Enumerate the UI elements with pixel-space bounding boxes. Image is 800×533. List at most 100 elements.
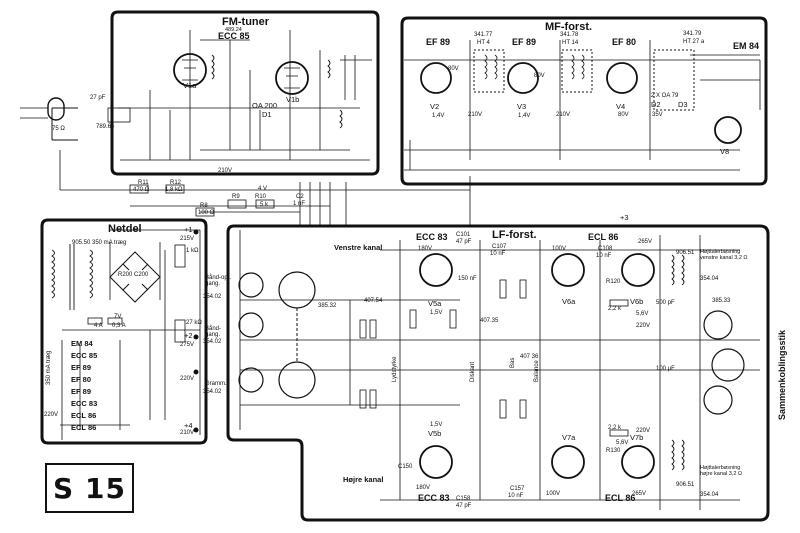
heater-ecc83: ECC 83 <box>71 399 98 408</box>
ht14-code: 341.78 <box>560 32 579 38</box>
r11-value: 470 Ω <box>133 187 150 193</box>
code-407-54: 407.54 <box>364 298 383 304</box>
mf-wiring <box>404 40 761 171</box>
heater-ecc85: ECC 85 <box>71 351 98 360</box>
v4-label-bus: 4 V <box>258 186 268 192</box>
lf-15v-bot: 1,5V <box>430 422 443 428</box>
c108-label: C108 <box>598 246 613 252</box>
fm-210v: 210V <box>218 168 233 174</box>
v1a-label: V1a <box>183 81 197 90</box>
r130-label: R130 <box>606 448 621 454</box>
sammenkoblingsstik-label: Sammenkoblingsstik <box>777 329 787 420</box>
mf-210v-b: 210V <box>556 112 571 118</box>
v7b-tube <box>621 445 655 479</box>
r200-label: R200 <box>118 272 133 278</box>
baand-gang-label: Bånd-gang. <box>205 326 222 338</box>
baand-opt-label: Bånd-opt. gang. <box>205 275 232 287</box>
input-socket-bot <box>238 367 264 393</box>
lf-220v-bot: 220V <box>636 428 651 434</box>
netdel-220v: 220V <box>180 376 195 382</box>
hojre-kanal-label: Højre kanal <box>343 475 384 484</box>
fm-wiring <box>118 30 372 161</box>
lf-15v-top: 1,5V <box>430 310 443 316</box>
fuse-label: 350 mA træg <box>92 240 127 246</box>
lf-220v-top: 220V <box>636 323 651 329</box>
c-150nf: 150 nF <box>458 276 477 282</box>
fm-tuner-title: FM-tuner <box>222 16 270 28</box>
d2-label: D2 <box>651 100 661 109</box>
v5b-tube <box>419 445 453 479</box>
v6a-tube <box>551 253 585 287</box>
c101-label: C101 <box>456 232 471 238</box>
netdel-r1k: 1 kΩ <box>186 248 199 254</box>
d3-label: D3 <box>678 100 688 109</box>
lf-180v-bot: 180V <box>416 485 431 491</box>
v6b-label: V6b <box>630 297 644 306</box>
netdel-box <box>40 218 208 445</box>
out-top-code: 906.51 <box>676 250 695 256</box>
heater-ecl86-2: ECL 86 <box>71 423 97 432</box>
mains-220v: 220V <box>44 412 59 418</box>
r120-label: R120 <box>606 279 621 285</box>
model-badge-text: S 15 <box>53 471 126 505</box>
speaker-socket-left <box>703 310 733 340</box>
ht4-code: 341.77 <box>474 32 493 38</box>
c200-label: C200 <box>134 272 149 278</box>
mf-forst-title: MF-forst. <box>545 21 593 33</box>
speaker-left-code: 354.04 <box>700 276 719 282</box>
fm-tube-type: ECC 85 <box>218 31 250 41</box>
c2-value: 1 nF <box>293 201 306 207</box>
r9-label: R9 <box>232 194 240 200</box>
tap-plus1: +1 <box>184 225 193 234</box>
ecl86-bot-label: ECL 86 <box>605 493 636 503</box>
input-socket-mid <box>238 312 264 338</box>
v2-cathode-volt: 1,4V <box>432 113 445 119</box>
r8-value: 100 Ω <box>198 210 215 216</box>
heater-ef80: EF 80 <box>71 375 92 384</box>
switch-code: 385.32 <box>318 303 337 309</box>
v6a-label: V6a <box>562 297 576 306</box>
ht27-code: 341.79 <box>683 31 702 37</box>
r8-label: R8 <box>200 203 208 209</box>
ecl86-top-label: ECL 86 <box>588 232 619 242</box>
v1a-tube <box>173 53 207 87</box>
bus-wiring <box>59 150 471 226</box>
ecc83-bot-label: ECC 83 <box>418 493 450 503</box>
speaker-left-label: Højttalerbøsning venstre kanal 3,2 Ω <box>700 249 748 261</box>
lf-box <box>226 224 770 522</box>
lf-100v-top: 100V <box>552 246 567 252</box>
diskant-label: Diskant <box>470 361 476 382</box>
ef89-1-label: EF 89 <box>426 37 451 47</box>
v3-label: V3 <box>517 102 527 111</box>
v4-tube <box>606 62 638 94</box>
lf-180v-top: 180V <box>418 246 433 252</box>
mf-35v: 35V <box>652 112 663 118</box>
v2-plate-volt: 80V <box>448 66 459 72</box>
netdel-code: 905.50 <box>72 240 91 246</box>
r12-label: R12 <box>170 180 182 186</box>
baand-gang-code: 354.02 <box>203 339 222 345</box>
fuse3-label: 0,3 A <box>112 323 126 329</box>
r11-label: R11 <box>138 180 149 186</box>
speaker-socket-right <box>703 385 733 415</box>
selector-switch <box>278 271 316 309</box>
oa200-label: OA 200 <box>252 101 278 110</box>
r130-value: 2,2 k <box>608 425 622 431</box>
c158-value: 47 pF <box>456 503 472 509</box>
lf-forst-title: LF-forst. <box>492 229 537 241</box>
r12-value: 1,8 kΩ <box>165 187 183 193</box>
mf-210v-a: 210V <box>468 112 483 118</box>
bas-label: Bas <box>510 357 516 368</box>
v8-label: V8 <box>720 147 730 156</box>
tap-plus4: +4 <box>184 421 193 430</box>
lf-56v-bot: 5,6V <box>616 440 629 446</box>
c1-value: 27 pF <box>90 95 106 101</box>
c-100uf: 100 μF <box>656 366 675 372</box>
c-500pf: 500 pF <box>656 300 675 306</box>
v2-tube <box>420 62 452 94</box>
em84-label: EM 84 <box>733 41 760 51</box>
v5a-tube <box>419 253 453 287</box>
gramm-label: Gramm. <box>205 381 227 387</box>
netdel-wiring <box>60 229 200 440</box>
v3-tube <box>507 62 539 94</box>
